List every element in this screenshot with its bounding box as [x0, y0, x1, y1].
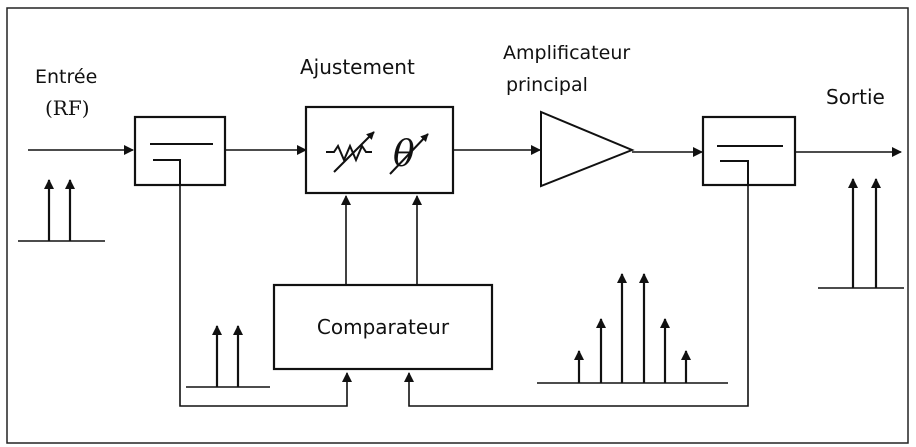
amplifier-label: Amplificateur: [503, 42, 630, 64]
comparator-label: Comparateur: [317, 315, 450, 339]
output-coupler: [701, 115, 797, 187]
diagram-frame: [6, 7, 909, 444]
main-signal-path: [28, 145, 902, 157]
input-spectrum: [18, 179, 105, 242]
directional-coupler-icon: [150, 143, 213, 185]
adjustment-label: Ajustement: [300, 55, 415, 79]
comparator-block: Comparateur: [272, 283, 494, 371]
sample-spectrum: [186, 325, 270, 388]
control-lines: [179, 185, 749, 407]
variable-phase-shifter-icon: θ: [389, 133, 429, 175]
amplifier-label-2: principal: [506, 74, 588, 96]
input-coupler: [133, 115, 227, 187]
input-label: Entrée: [35, 66, 97, 88]
distortion-spectrum: [537, 273, 728, 384]
adjustment-block: θ: [304, 105, 455, 195]
output-label: Sortie: [826, 85, 885, 109]
directional-coupler-icon: [717, 145, 783, 185]
output-spectrum: [818, 178, 904, 289]
input-rf-label: (RF): [45, 96, 90, 120]
amplifier-triangle-icon: [540, 110, 635, 188]
svg-text:θ: θ: [393, 134, 415, 175]
variable-attenuator-icon: [326, 131, 375, 173]
